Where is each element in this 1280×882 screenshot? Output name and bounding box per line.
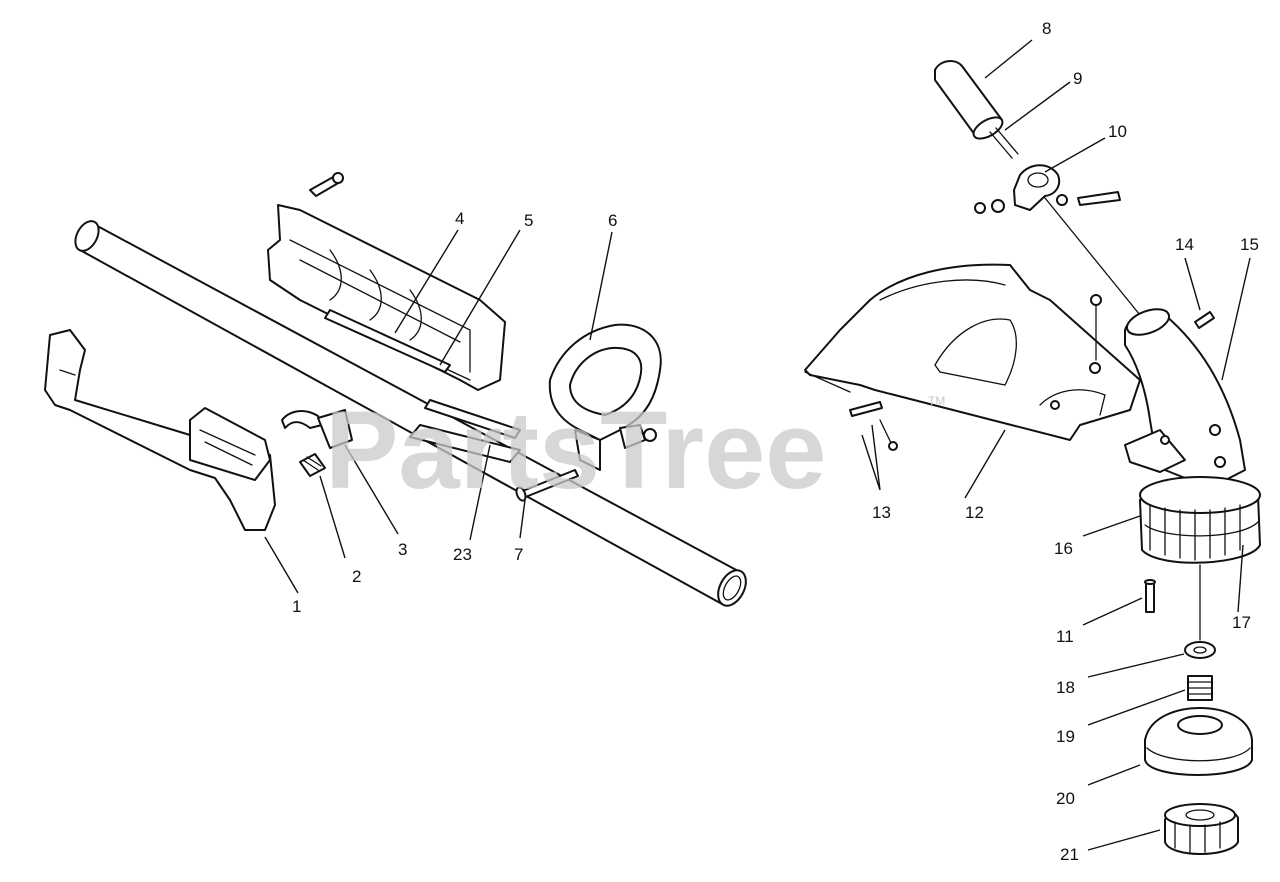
- watermark-trademark: TM: [928, 394, 945, 408]
- label-12: 12: [965, 503, 984, 522]
- label-7: 7: [514, 545, 523, 564]
- label-3: 3: [398, 540, 407, 559]
- grip: [934, 60, 1004, 140]
- handle-body: [44, 329, 276, 531]
- d-handle: [548, 323, 662, 471]
- label-11: 11: [1056, 627, 1074, 646]
- curved-head: [1124, 308, 1246, 489]
- spool-spring: [1187, 675, 1213, 701]
- label-16: 16: [1054, 539, 1073, 558]
- insulator-strips: [324, 309, 521, 463]
- label-4: 4: [455, 209, 464, 228]
- bump-knob: [1164, 803, 1239, 855]
- housing-screw: [309, 172, 344, 197]
- spool: [1144, 707, 1253, 776]
- spool-bolt: [1144, 579, 1156, 613]
- guard-screws: [849, 401, 898, 451]
- label-18: 18: [1056, 678, 1075, 697]
- label-15: 15: [1240, 235, 1259, 254]
- label-19: 19: [1056, 727, 1075, 746]
- clamp: [974, 164, 1121, 214]
- rod: [989, 127, 1019, 159]
- label-8: 8: [1042, 19, 1051, 38]
- label-13: 13: [872, 503, 891, 522]
- label-6: 6: [608, 211, 617, 230]
- bolt: [515, 469, 579, 502]
- guard: [804, 263, 1141, 441]
- guard-screw: [1090, 294, 1102, 361]
- label-23: 23: [453, 545, 472, 564]
- shaft-tube: [74, 220, 747, 607]
- label-20: 20: [1056, 789, 1075, 808]
- spool-housing: [1139, 476, 1261, 564]
- label-21: 21: [1060, 845, 1079, 864]
- label-5: 5: [524, 211, 533, 230]
- small-screw: [1194, 311, 1215, 329]
- watermark: PartsTree: [325, 389, 826, 512]
- leader-lines: [264, 39, 1251, 851]
- label-2: 2: [352, 567, 361, 586]
- trigger-lever: [281, 409, 353, 449]
- label-17: 17: [1232, 613, 1251, 632]
- label-14: 14: [1175, 235, 1194, 254]
- washer: [1184, 641, 1216, 659]
- label-10: 10: [1108, 122, 1127, 141]
- label-9: 9: [1073, 69, 1082, 88]
- label-1: 1: [292, 597, 301, 616]
- spring: [299, 453, 326, 477]
